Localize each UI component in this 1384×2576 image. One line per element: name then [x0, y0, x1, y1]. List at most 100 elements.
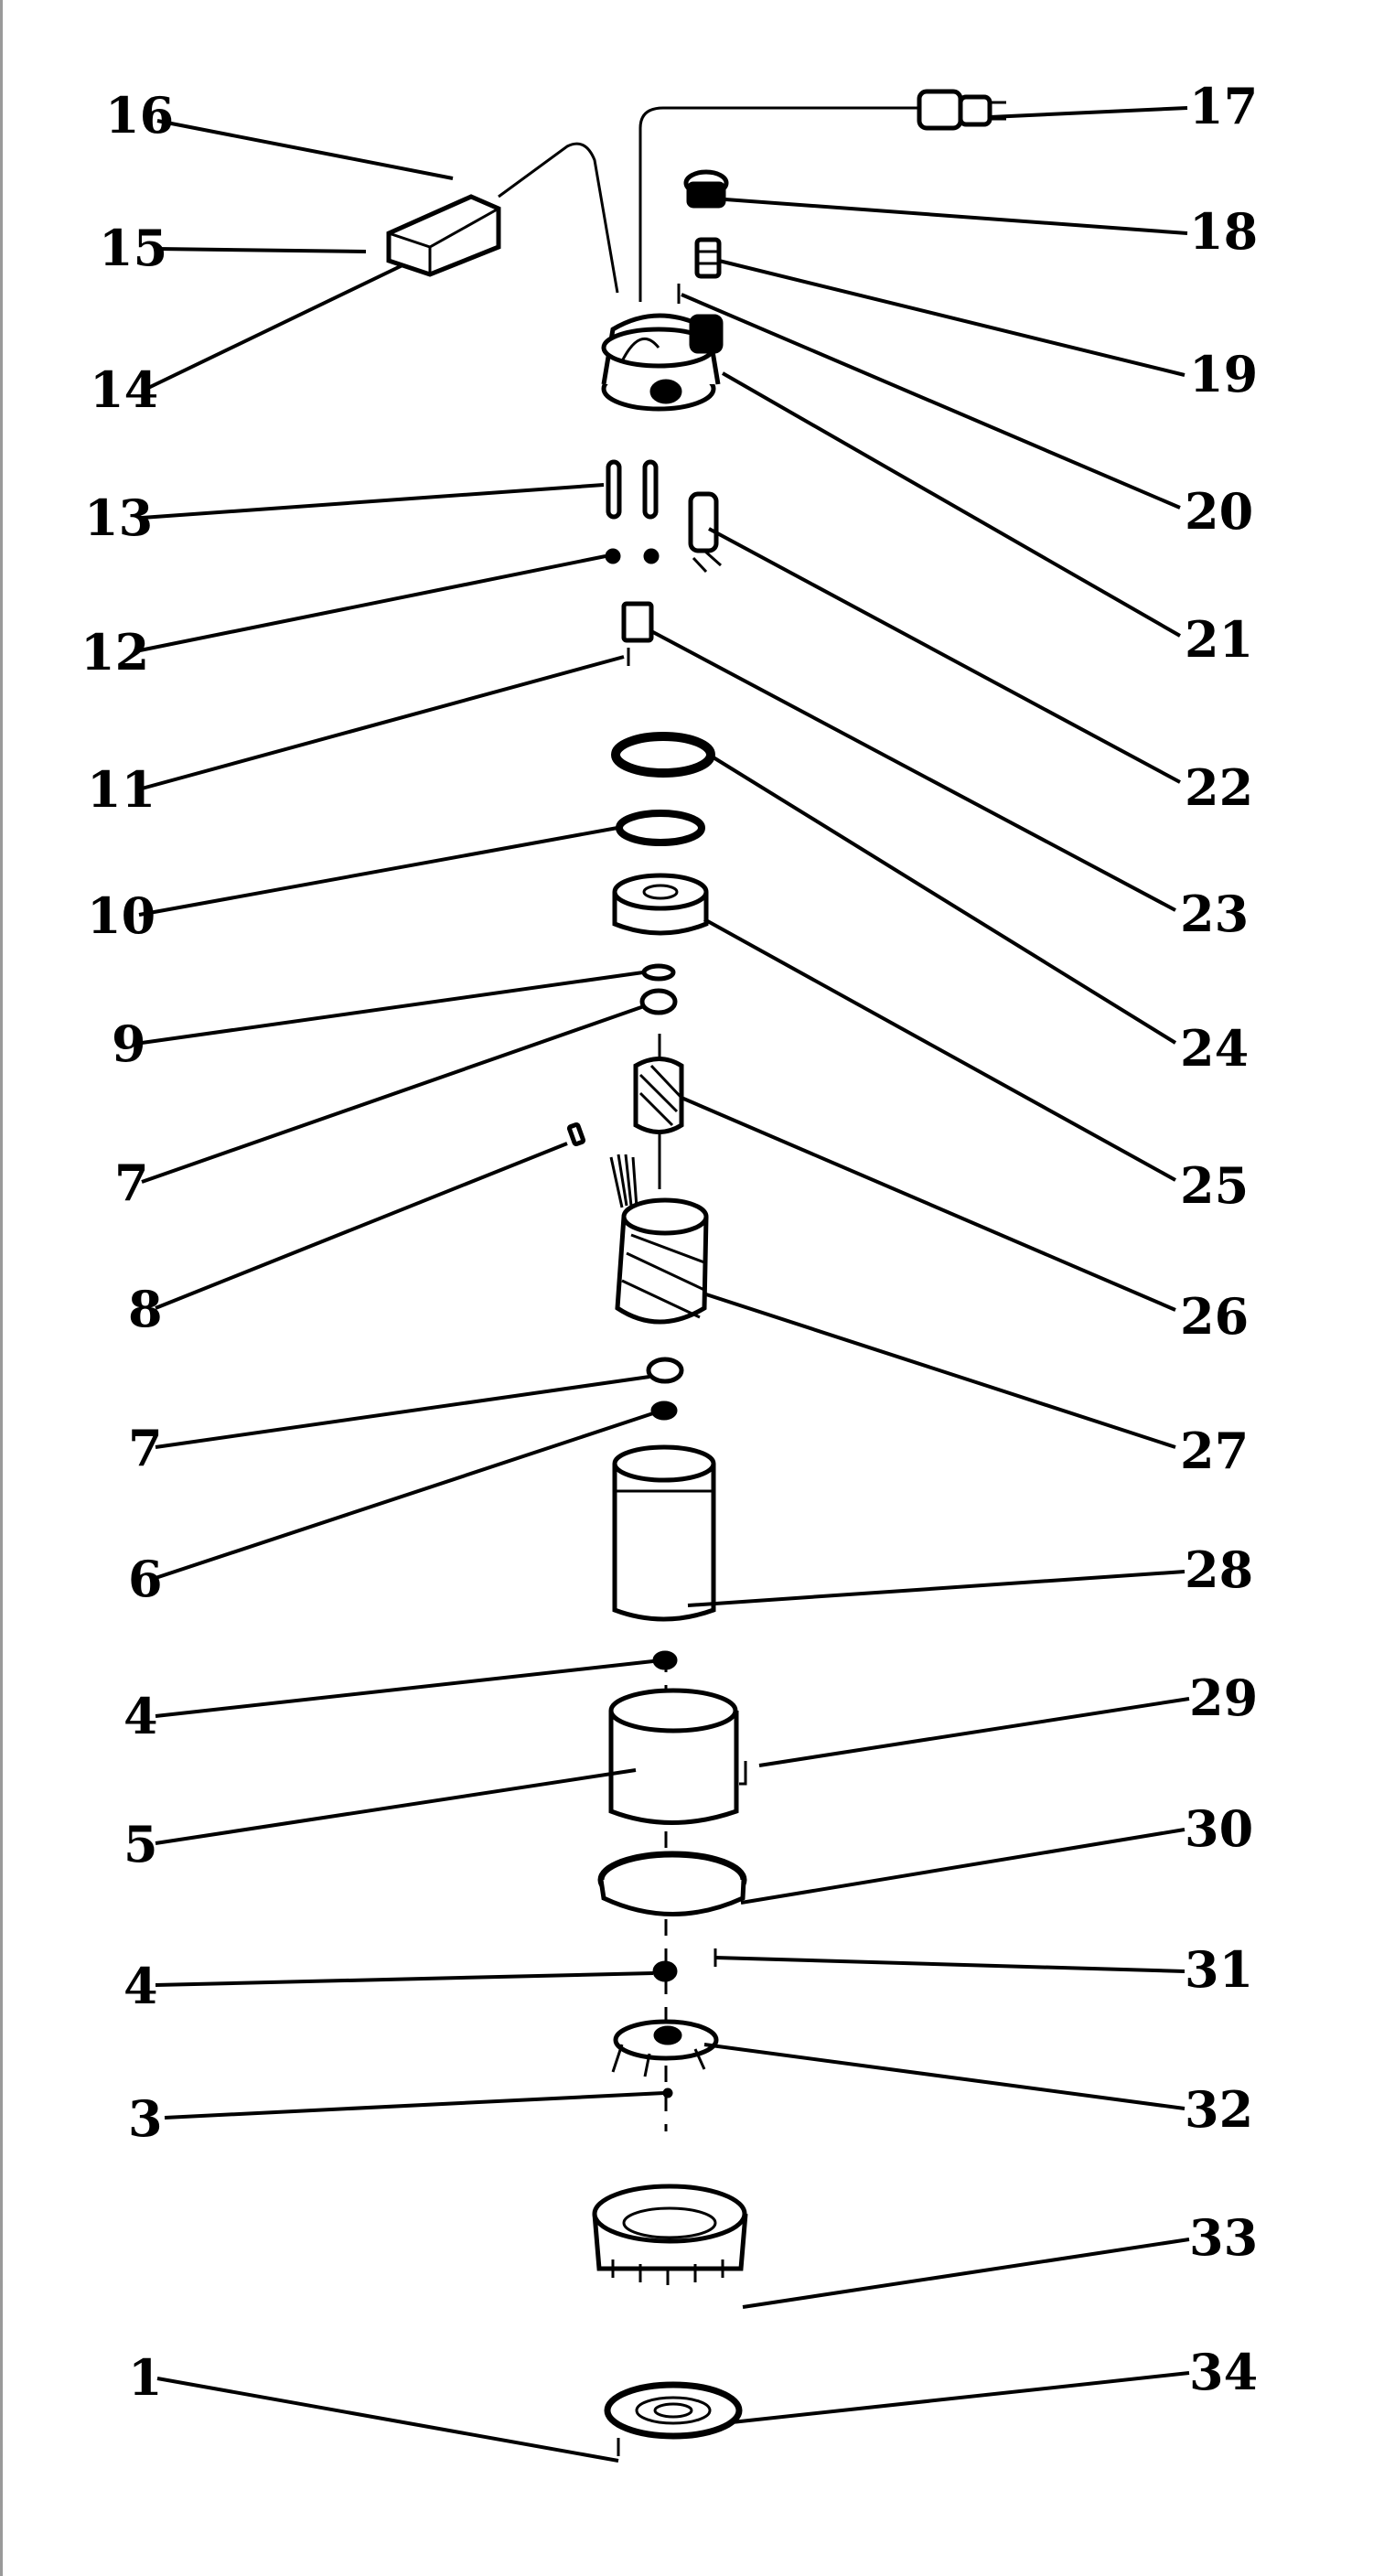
callout-29: 29 — [1189, 1669, 1258, 1727]
callout-30: 30 — [1185, 1799, 1253, 1858]
leader-29 — [758, 1697, 1190, 1767]
leader-34 — [731, 2371, 1190, 2424]
leader-32 — [703, 2043, 1186, 2110]
callout-31: 31 — [1185, 1940, 1253, 1999]
motor-casing — [612, 1444, 716, 1622]
impeller — [611, 2019, 719, 2077]
callout-18: 18 — [1189, 202, 1258, 261]
pump-base — [592, 2184, 748, 2285]
callout-26: 26 — [1180, 1287, 1249, 1346]
lead-wires — [566, 1122, 638, 1208]
leader-10 — [138, 826, 618, 917]
callout-8: 8 — [128, 1280, 163, 1338]
leader-22 — [708, 527, 1181, 784]
callout-28: 28 — [1185, 1540, 1253, 1599]
callout-7-lower: 7 — [128, 1419, 163, 1477]
callout-6: 6 — [128, 1550, 163, 1608]
callout-19: 19 — [1189, 345, 1258, 403]
float-cable — [498, 142, 619, 294]
terminal-block — [621, 601, 654, 643]
leader-6 — [155, 1411, 654, 1580]
callout-1: 1 — [128, 2348, 163, 2407]
rotor — [633, 1034, 684, 1189]
leader-24 — [707, 753, 1177, 1045]
base-plate — [604, 2381, 743, 2440]
callout-11: 11 — [87, 760, 156, 819]
nuts — [605, 548, 660, 564]
callout-15: 15 — [99, 219, 167, 277]
leader-28 — [687, 1570, 1186, 1607]
impeller-nut — [662, 2088, 673, 2098]
callout-16: 16 — [105, 86, 174, 145]
power-plug — [917, 89, 1006, 131]
callout-22: 22 — [1185, 758, 1253, 817]
callout-5: 5 — [123, 1815, 158, 1873]
top-housing — [601, 313, 724, 412]
capacitor — [688, 491, 722, 574]
leader-4a — [155, 1659, 654, 1718]
seal-lower — [652, 1960, 678, 1982]
callout-10: 10 — [87, 886, 156, 945]
callout-13: 13 — [84, 488, 153, 547]
leader-21 — [722, 371, 1181, 638]
callout-4-upper: 4 — [123, 1687, 158, 1745]
leader-17 — [989, 106, 1188, 119]
outlet-fitting — [694, 237, 722, 279]
callout-25: 25 — [1180, 1156, 1249, 1215]
bolts — [606, 459, 659, 520]
leader-5 — [155, 1768, 637, 1845]
leader-20 — [681, 293, 1181, 510]
shaft-seal — [650, 1401, 678, 1421]
leader-9 — [141, 971, 644, 1045]
leader-23 — [650, 629, 1176, 912]
housing-ring — [597, 1851, 747, 1916]
leader-15 — [156, 247, 367, 253]
callout-33: 33 — [1189, 2208, 1258, 2267]
callout-32: 32 — [1185, 2080, 1253, 2139]
callout-20: 20 — [1185, 482, 1253, 541]
leader-7a — [141, 1004, 645, 1184]
callout-17: 17 — [1189, 77, 1258, 135]
bearing-upper — [639, 988, 678, 1015]
leader-3 — [164, 2091, 665, 2120]
vent-cap — [683, 169, 729, 209]
callout-34: 34 — [1189, 2343, 1258, 2401]
leader-8 — [155, 1142, 568, 1310]
leader-lines — [134, 106, 1190, 2463]
bearing-lower — [646, 1357, 684, 1384]
leader-11 — [141, 655, 625, 790]
leader-31 — [714, 1956, 1186, 1973]
callout-9: 9 — [112, 1014, 146, 1073]
leader-1 — [156, 2377, 619, 2463]
leader-14 — [145, 263, 403, 391]
outer-shell — [608, 1688, 739, 1825]
leader-26 — [681, 1096, 1176, 1312]
leader-13 — [141, 483, 605, 520]
leader-12 — [134, 554, 606, 653]
callout-24: 24 — [1180, 1019, 1249, 1078]
callout-3: 3 — [128, 2089, 163, 2148]
screw-29 — [739, 1761, 747, 1786]
bearing-seat — [612, 873, 709, 936]
callout-21: 21 — [1185, 610, 1253, 669]
o-ring — [616, 810, 705, 846]
leader-18 — [724, 198, 1188, 235]
leader-4b — [155, 1971, 654, 1987]
seal-upper — [652, 1650, 678, 1670]
leader-27 — [705, 1293, 1176, 1449]
leader-25 — [703, 918, 1176, 1182]
washer — [641, 963, 676, 982]
callout-12: 12 — [80, 623, 149, 682]
callout-27: 27 — [1180, 1422, 1249, 1480]
large-o-ring — [611, 732, 715, 778]
page-edge-rule — [0, 0, 3, 2576]
callout-labels: 16 15 14 13 12 11 10 9 7 8 7 6 4 5 4 3 1… — [80, 77, 1258, 2407]
power-cord — [638, 106, 924, 302]
callout-23: 23 — [1180, 885, 1249, 943]
leader-16 — [156, 119, 454, 180]
leader-33 — [742, 2238, 1190, 2309]
float-switch — [386, 194, 501, 277]
stator — [615, 1197, 709, 1325]
